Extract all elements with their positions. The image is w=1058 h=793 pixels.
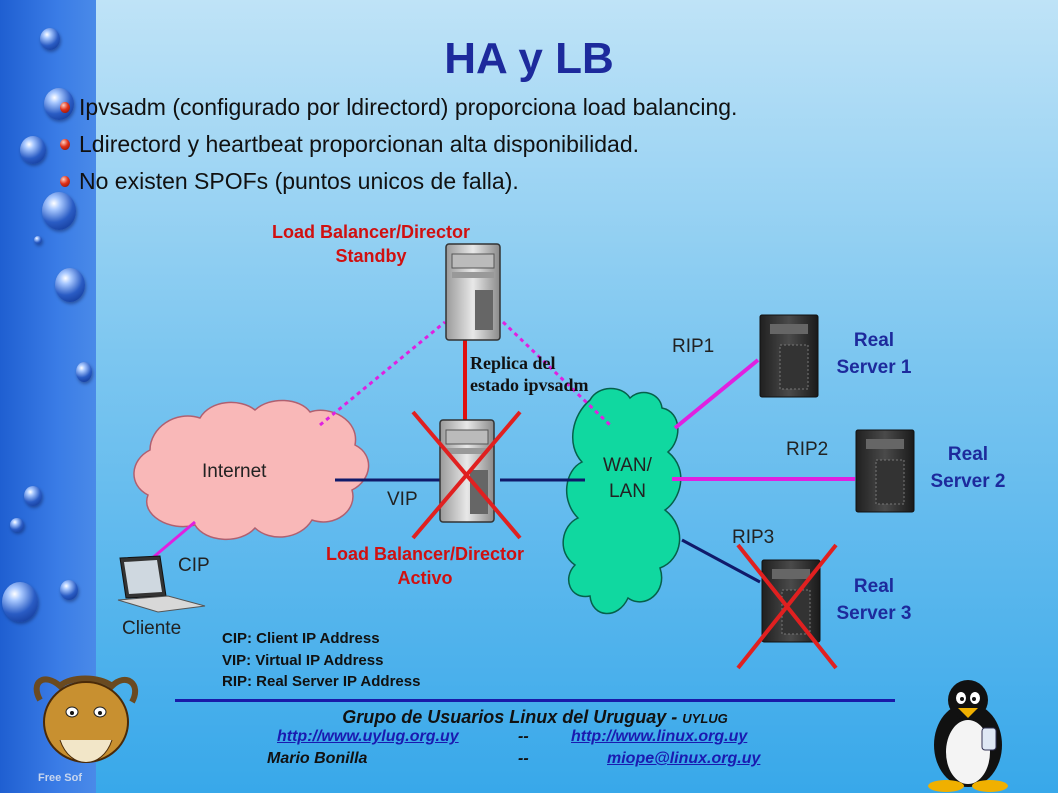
- rip3-label: RIP3: [732, 527, 775, 548]
- footer-author: Mario Bonilla: [267, 750, 368, 767]
- gnu-logo-icon: [33, 675, 139, 763]
- footer-author-row: Mario Bonilla -- miope@linux.org.uy: [175, 750, 895, 772]
- standby-server-icon: [445, 243, 501, 341]
- wan-label: WAN/ LAN: [603, 455, 652, 502]
- bullet-list: Ipvsadm (configurado por ldirectord) pro…: [60, 92, 737, 203]
- wan-cloud-icon: [562, 387, 682, 615]
- rip1-label: RIP1: [672, 336, 715, 357]
- real-server-2-label: Real Server 2: [930, 444, 1006, 492]
- active-server-icon: [439, 419, 495, 523]
- bubble-icon: [42, 192, 76, 230]
- vip-label: VIP: [387, 489, 418, 510]
- replica-label: Replica del estado ipvsadm: [470, 353, 589, 395]
- bubble-icon: [20, 136, 46, 164]
- failure-x-icon: [736, 543, 838, 670]
- internet-label: Internet: [202, 461, 267, 482]
- cliente-label: Cliente: [122, 618, 182, 639]
- footer-org: Grupo de Usuarios Linux del Uruguay - UY…: [342, 707, 728, 727]
- real-server-1-label: Real Server 1: [836, 330, 912, 378]
- bullet-item: Ldirectord y heartbeat proporcionan alta…: [60, 129, 737, 166]
- page-title: HA y LB: [444, 34, 614, 83]
- uylug-link[interactable]: http://www.uylug.org.uy: [277, 728, 459, 745]
- rip2-label: RIP2: [786, 439, 829, 460]
- legend: CIP: Client IP Address VIP: Virtual IP A…: [222, 630, 421, 690]
- footer-separator: --: [518, 750, 529, 767]
- rip1-link: [673, 358, 760, 430]
- standby-internet-link: [319, 320, 446, 427]
- footer: Grupo de Usuarios Linux del Uruguay - UY…: [175, 707, 895, 772]
- bullet-icon: [60, 176, 70, 187]
- bubble-icon: [60, 580, 78, 600]
- bubble-icon: [76, 362, 92, 382]
- active-label: Load Balancer/Director Activo: [325, 544, 525, 588]
- failure-x-icon: [411, 410, 522, 540]
- bubble-icon: [2, 582, 38, 622]
- sidebar-decoration: [0, 0, 96, 793]
- real-server-3-label: Real Server 3: [836, 576, 912, 624]
- real-server-1-icon: [759, 314, 819, 398]
- footer-divider: [175, 699, 895, 702]
- bubble-icon: [40, 28, 60, 50]
- bullet-item: No existen SPOFs (puntos unicos de falla…: [60, 166, 737, 203]
- free-software-caption: Free Sof: [38, 772, 83, 784]
- bubble-icon: [34, 236, 42, 244]
- cip-label: CIP: [178, 555, 210, 576]
- rip3-link: [681, 538, 761, 584]
- internet-cloud-icon: [133, 399, 370, 541]
- real-server-2-icon: [855, 429, 915, 513]
- standby-wan-link: [501, 320, 612, 427]
- bubble-icon: [55, 268, 85, 302]
- bullet-icon: [60, 102, 70, 113]
- bubble-icon: [10, 518, 24, 532]
- standby-label: Load Balancer/Director Standby: [271, 222, 471, 266]
- bullet-item: Ipvsadm (configurado por ldirectord) pro…: [60, 92, 737, 129]
- bubble-icon: [24, 486, 42, 506]
- client-internet-link: [149, 520, 196, 562]
- email-link[interactable]: miope@linux.org.uy: [607, 750, 761, 767]
- tux-penguin-icon: [928, 680, 1008, 792]
- linux-org-link[interactable]: http://www.linux.org.uy: [571, 728, 748, 745]
- footer-links-row: http://www.uylug.org.uy -- http://www.li…: [175, 728, 895, 750]
- bullet-icon: [60, 139, 70, 150]
- footer-separator: --: [518, 728, 529, 745]
- laptop-icon: [117, 555, 206, 613]
